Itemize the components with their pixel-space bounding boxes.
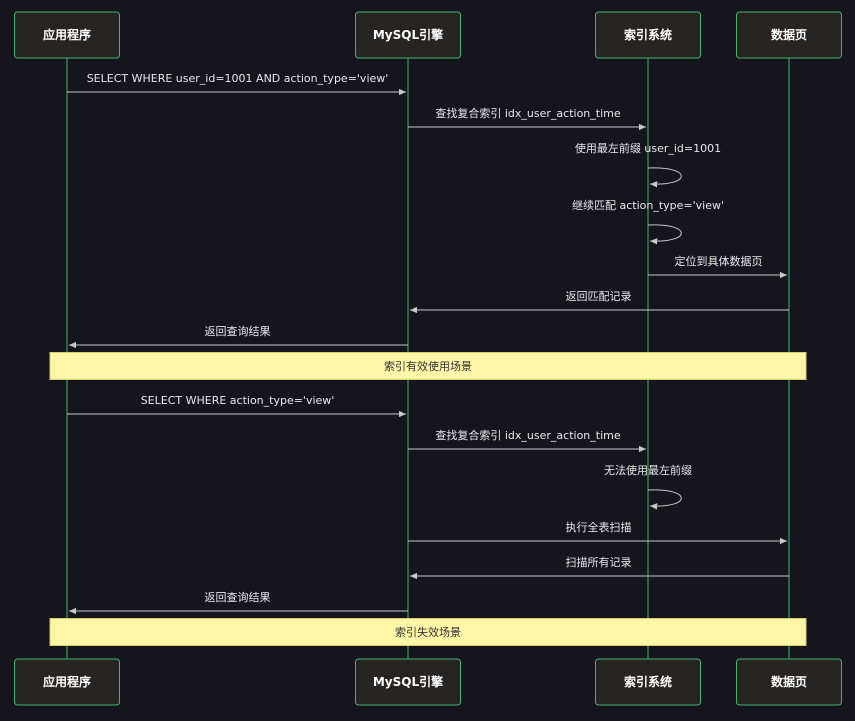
note-text: 索引失效场景 [395, 625, 461, 639]
message-label: 扫描所有记录 [566, 555, 632, 569]
actor-top-index: 索引系统 [595, 11, 701, 59]
actor-box [736, 11, 842, 59]
actor-box [355, 658, 461, 706]
self-message-arrow [647, 489, 682, 510]
message: 扫描所有记录 [410, 555, 789, 580]
message-label: 执行全表扫描 [566, 520, 632, 534]
actor-label: 数据页 [771, 27, 807, 42]
message: 无法使用最左前缀 [604, 463, 692, 510]
actor-label: MySQL引擎 [373, 27, 443, 42]
message: 返回查询结果 [69, 324, 408, 349]
actor-box [14, 658, 120, 706]
message-label: 返回匹配记录 [566, 290, 632, 303]
message: 定位到具体数据页 [648, 254, 787, 279]
self-message-arrow [647, 167, 682, 188]
message: 查找复合索引 idx_user_action_time [408, 428, 646, 453]
actor-label: 数据页 [771, 674, 807, 689]
actor-label: 索引系统 [624, 27, 672, 42]
message-label: 查找复合索引 idx_user_action_time [435, 428, 620, 442]
message: 继续匹配 action_type='view' [572, 198, 724, 245]
actor-top-mysql: MySQL引擎 [355, 11, 461, 59]
message: SELECT WHERE user_id=1001 AND action_typ… [67, 72, 406, 96]
actor-box [595, 658, 701, 706]
message-label: 返回查询结果 [205, 590, 271, 604]
actor-label: MySQL引擎 [373, 674, 443, 689]
actor-label: 应用程序 [43, 674, 91, 689]
message: SELECT WHERE action_type='view' [67, 394, 406, 418]
actor-bottom-app: 应用程序 [14, 658, 120, 706]
message-label: 继续匹配 action_type='view' [572, 198, 724, 212]
actor-bottom-mysql: MySQL引擎 [355, 658, 461, 706]
message: 返回查询结果 [69, 590, 408, 615]
message: 查找复合索引 idx_user_action_time [408, 106, 646, 131]
note-box [49, 618, 807, 646]
actor-top-page: 数据页 [736, 11, 842, 59]
self-message-arrow [647, 224, 682, 245]
actor-box [736, 658, 842, 706]
note: 索引失效场景 [49, 618, 807, 646]
note: 索引有效使用场景 [49, 352, 807, 380]
message: 返回匹配记录 [410, 290, 789, 314]
actor-label: 索引系统 [624, 674, 672, 689]
actor-bottom-page: 数据页 [736, 658, 842, 706]
message-label: 返回查询结果 [205, 324, 271, 338]
actor-box [595, 11, 701, 59]
note-box [49, 352, 807, 380]
message: 使用最左前缀 user_id=1001 [575, 141, 721, 188]
message-label: 查找复合索引 idx_user_action_time [435, 106, 620, 120]
actor-label: 应用程序 [43, 27, 91, 42]
message-label: 定位到具体数据页 [675, 254, 763, 268]
actor-box [355, 11, 461, 59]
note-text: 索引有效使用场景 [384, 359, 472, 373]
message: 执行全表扫描 [408, 520, 787, 545]
message-label: SELECT WHERE user_id=1001 AND action_typ… [87, 72, 389, 85]
message-label: 无法使用最左前缀 [604, 463, 692, 477]
actor-top-app: 应用程序 [14, 11, 120, 59]
actor-bottom-index: 索引系统 [595, 658, 701, 706]
actor-box [14, 11, 120, 59]
message-label: SELECT WHERE action_type='view' [141, 394, 335, 407]
message-label: 使用最左前缀 user_id=1001 [575, 141, 721, 155]
